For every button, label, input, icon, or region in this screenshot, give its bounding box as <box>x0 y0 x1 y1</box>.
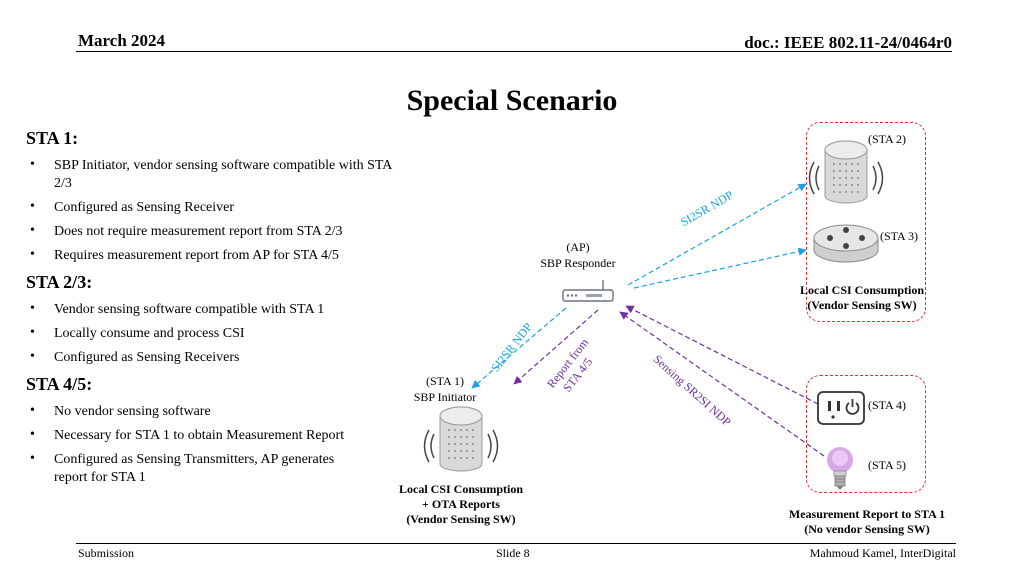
list-item: • Locally consume and process CSI <box>30 325 400 343</box>
sta4-label: (STA 4) <box>868 398 907 412</box>
smart-plug-icon <box>817 391 865 425</box>
bullet-dot: • <box>30 427 35 442</box>
bullet-dot: • <box>30 157 35 172</box>
bullet-dot: • <box>30 349 35 364</box>
smart-speaker-icon <box>423 406 499 472</box>
list-item: • Configured as Sensing Transmitters, AP… <box>30 451 370 487</box>
sta45-caption-line1: Measurement Report to STA 1 <box>788 507 946 521</box>
bullet-dot: • <box>30 451 35 466</box>
bullet-text: Necessary for STA 1 to obtain Measuremen… <box>54 428 345 443</box>
footer-author: Mahmoud Kamel, InterDigital <box>809 546 956 560</box>
sta1-caption-line1: Local CSI Consumption <box>398 482 524 496</box>
sta2-label: (STA 2) <box>868 132 907 146</box>
list-item: • Configured as Sensing Receivers <box>30 349 400 367</box>
sta23-group-box <box>806 122 926 322</box>
arrow-ap-to-sta2 <box>627 183 807 286</box>
sta45-heading: STA 4/5: <box>26 374 93 394</box>
smart-bulb-icon <box>827 447 853 490</box>
router-icon <box>562 280 614 302</box>
bullet-dot: • <box>30 301 35 316</box>
footer-slide-number: Slide 8 <box>496 546 530 560</box>
bullet-text: Configured as Sensing Receivers <box>54 350 240 365</box>
list-item: • Configured as Sensing Receiver <box>30 199 400 217</box>
sta23-caption-line1: Local CSI Consumption <box>799 283 925 297</box>
list-item: • SBP Initiator, vendor sensing software… <box>30 157 400 193</box>
bullet-text: Vendor sensing software compatible with … <box>54 302 325 317</box>
ap-label-role: (AP) <box>566 240 590 254</box>
arrow-sta5-to-ap <box>619 311 825 457</box>
sta5-label: (STA 5) <box>868 458 907 472</box>
bullet-text: Configured as Sensing Receiver <box>54 200 235 215</box>
list-item: • Does not require measurement report fr… <box>30 223 400 241</box>
bullet-text: SBP Initiator, vendor sensing software c… <box>54 158 392 191</box>
sta1-heading: STA 1: <box>26 128 79 148</box>
list-item: • Vendor sensing software compatible wit… <box>30 301 400 319</box>
sta23-caption-line2: (Vendor Sensing SW) <box>807 298 917 312</box>
sta3-label: (STA 3) <box>880 229 919 243</box>
arrow-ap-to-sta1 <box>471 307 567 389</box>
ap-label-name: SBP Responder <box>540 256 616 270</box>
bullet-text: Does not require measurement report from… <box>54 224 343 239</box>
smart-speaker-dot-icon <box>813 224 879 263</box>
header-rule <box>76 51 952 52</box>
sta23-heading: STA 2/3: <box>26 272 93 292</box>
bullet-dot: • <box>30 223 35 238</box>
bullet-dot: • <box>30 199 35 214</box>
sta1-role-label: SBP Initiator <box>413 390 477 404</box>
footer-rule <box>76 543 956 544</box>
bullet-dot: • <box>30 403 35 418</box>
sta45-caption-line2: (No vendor Sensing SW) <box>804 522 930 536</box>
sta45-group-box <box>806 375 926 493</box>
arrow-report-to-sta1 <box>513 309 599 385</box>
sta1-label: (STA 1) <box>425 374 465 388</box>
header-date: March 2024 <box>78 31 166 50</box>
slide-title: Special Scenario <box>406 84 618 117</box>
arrow-ap-to-sta3 <box>633 247 807 289</box>
sta1-caption-line3: (Vendor Sensing SW) <box>406 512 516 526</box>
bullet-dot: • <box>30 325 35 340</box>
sta1-caption-line2: + OTA Reports <box>422 497 500 511</box>
arrow-sta4-to-ap <box>625 305 819 405</box>
bullet-dot: • <box>30 247 35 262</box>
bullet-text: No vendor sensing software <box>54 404 211 419</box>
smart-speaker-icon <box>808 140 884 204</box>
list-item: • No vendor sensing software <box>30 403 400 421</box>
list-item: • Necessary for STA 1 to obtain Measurem… <box>30 427 400 445</box>
footer-submission: Submission <box>78 546 135 560</box>
bullet-text: Requires measurement report from AP for … <box>54 248 339 263</box>
bullet-text: Configured as Sensing Transmitters, AP g… <box>54 452 335 485</box>
header-doc-id: doc.: IEEE 802.11-24/0464r0 <box>744 33 952 52</box>
list-item: • Requires measurement report from AP fo… <box>30 247 400 265</box>
bullet-text: Locally consume and process CSI <box>54 326 245 341</box>
